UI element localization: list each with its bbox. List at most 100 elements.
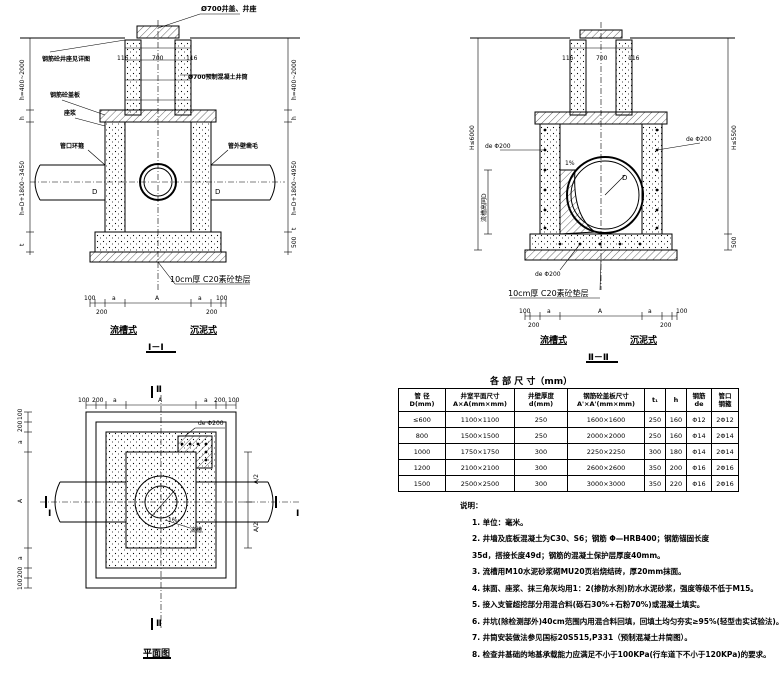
table-cell: 2600×2600 — [567, 459, 645, 476]
s2-dim-116-right: 116 — [628, 55, 640, 62]
dim-700: 700 — [152, 55, 164, 62]
s2-slope: 1% — [565, 160, 575, 167]
callout-cushion: 10cm厚 C20素砼垫层 — [170, 274, 251, 284]
callout-pipe-ring: 管口环箍 — [60, 142, 84, 150]
dim-bottom-200: 200 — [96, 309, 108, 316]
table-cell: Φ16 — [686, 459, 712, 476]
note-item: 4. 抹面、座浆、抹三角灰均用1：2(掺防水剂)防水水泥砂浆，强度等级不低于M1… — [472, 583, 758, 593]
table-cell: 350 — [644, 459, 666, 476]
table-cell: 300 — [514, 459, 568, 476]
dim-right-t: t — [291, 227, 298, 230]
s2-pipe-d: D — [622, 174, 627, 182]
plan-slope: 1% — [168, 517, 178, 524]
pipe-d-left: D — [92, 188, 97, 196]
table-cell: Φ12 — [686, 411, 712, 428]
plan-dim-left-200b: 200 — [17, 566, 24, 578]
dim-left-neck: h=400~2000 — [19, 59, 26, 100]
plan-view — [24, 386, 300, 659]
drawing-canvas — [20, 13, 735, 659]
plan-dim-left-100: 100 — [17, 408, 24, 420]
table-cell: 180 — [665, 443, 687, 460]
s2-dim-a: a — [547, 308, 551, 315]
dim-bottom-a: a — [112, 295, 116, 302]
callout-cover: Ø700井盖、井座 — [201, 4, 257, 13]
table-cell: 250 — [644, 411, 666, 428]
callout-pipe-sleeve: 管外壁凿毛 — [228, 142, 258, 150]
table-cell: 160 — [665, 427, 687, 444]
section-1-1 — [20, 13, 300, 353]
s2-dim-700: 700 — [596, 55, 608, 62]
note-item: 3. 流槽用M10水泥砂浆砌MU20页岩烧结砖，厚20mm抹面。 — [472, 567, 686, 576]
plan-dim-left-a2: a — [17, 556, 24, 560]
dim-right-neck: h=400~2000 — [291, 59, 298, 100]
plan-marker-bottom: Ⅱ — [156, 619, 162, 629]
s2-rebar-right: de Φ200 — [686, 136, 712, 143]
table-cell: Φ14 — [686, 427, 712, 444]
plan-dim-right-A2a: A/2 — [253, 474, 260, 484]
plan-title: 平面图 — [143, 648, 170, 659]
plan-dim-left-100b: 100 — [17, 578, 24, 590]
plan-marker-top: Ⅱ — [156, 385, 162, 395]
note-item: 7. 井筒安装做法参见国标20S515,P331（预制混凝土井筒图）。 — [472, 633, 692, 642]
callout-mortar-bed: 座浆 — [63, 109, 77, 117]
note-item: 2. 井墙及底板混凝土为C30、S6；钢筋 Φ—HRB400；钢筋锚固长度 — [472, 534, 710, 543]
text-layer: Ø700井盖、井座 Ø700预制混凝土井筒 钢筋砼井座见详图 钢筋砼盖板 座浆 … — [17, 4, 738, 659]
dim-left-body: h=D+1800~3450 — [19, 161, 26, 215]
callout-neck-tube: Ø700预制混凝土井筒 — [188, 73, 248, 81]
section-2-title: Ⅱ－Ⅱ — [588, 353, 609, 363]
note-item: 35d，搭接长度49d；钢筋的混凝土保护层厚度40mm。 — [472, 550, 665, 560]
plan-dim-left-A: A — [17, 498, 24, 503]
s2-rebar-left: de Φ200 — [485, 143, 511, 150]
table-cell: 1100×1100 — [445, 411, 515, 428]
plan-dim-right-A2b: A/2 — [253, 522, 260, 532]
table-cell: 1500 — [398, 475, 446, 492]
table-cell: 160 — [665, 411, 687, 428]
dim-left-h: h — [19, 116, 26, 120]
section-2-2 — [470, 22, 735, 363]
note-item: 5. 接入支管超挖部分用混合料(砾石30%+石粉70%)或混凝土填实。 — [472, 600, 705, 609]
dim-left-t: t — [19, 243, 26, 246]
table-cell: Φ14 — [686, 443, 712, 460]
section-1-title: Ⅰ－Ⅰ — [148, 343, 164, 353]
table-cell: 300 — [514, 475, 568, 492]
s2-dim-200b: 200 — [660, 322, 672, 329]
table-cell: 2Φ16 — [711, 475, 739, 492]
dim-bottom-A: A — [155, 295, 160, 302]
note-item: 6. 井坑(除检测部外)40cm范围内用混合料回填，回填土均匀夯实≥95%(轻型… — [472, 616, 783, 626]
s2-sub-channel: 流槽式 — [540, 334, 567, 346]
plan-channel: 流槽 — [190, 526, 202, 534]
s2-dim-left-H: H≤6000 — [469, 125, 476, 150]
dim-right-500: 500 — [291, 236, 298, 248]
table-cell: 2500×2500 — [445, 475, 515, 492]
plan-marker-right: Ⅰ — [296, 509, 299, 519]
dim-bottom-200b: 200 — [206, 309, 218, 316]
pipe-d-right: D — [215, 188, 220, 196]
table-cell: 3000×3000 — [567, 475, 645, 492]
dim-right-h: h — [291, 116, 298, 120]
dim-116-left: 116 — [117, 55, 129, 62]
notes: 说明： 1. 单位：毫米。 2. 井墙及底板混凝土为C30、S6；钢筋 Φ—HR… — [460, 500, 783, 665]
dim-bottom-100b: 100 — [216, 295, 228, 302]
s2-dim-100b: 100 — [676, 308, 688, 315]
table-cell: 2100×2100 — [445, 459, 515, 476]
dim-bottom-100: 100 — [84, 295, 96, 302]
plan-dim-left-200: 200 — [17, 420, 24, 432]
plan-dim-top-a: a — [113, 397, 117, 404]
table-cell: 800 — [398, 427, 446, 444]
table-cell: 250 — [514, 427, 568, 444]
table-cell: 2Φ16 — [711, 459, 739, 476]
s2-dim-A: A — [598, 308, 603, 315]
notes-heading: 说明： — [460, 501, 483, 510]
plan-dim-top-200b: 200 — [214, 397, 226, 404]
table-title: 各 部 尺 寸（mm） — [490, 377, 573, 387]
table-cell: 2Φ14 — [711, 427, 739, 444]
